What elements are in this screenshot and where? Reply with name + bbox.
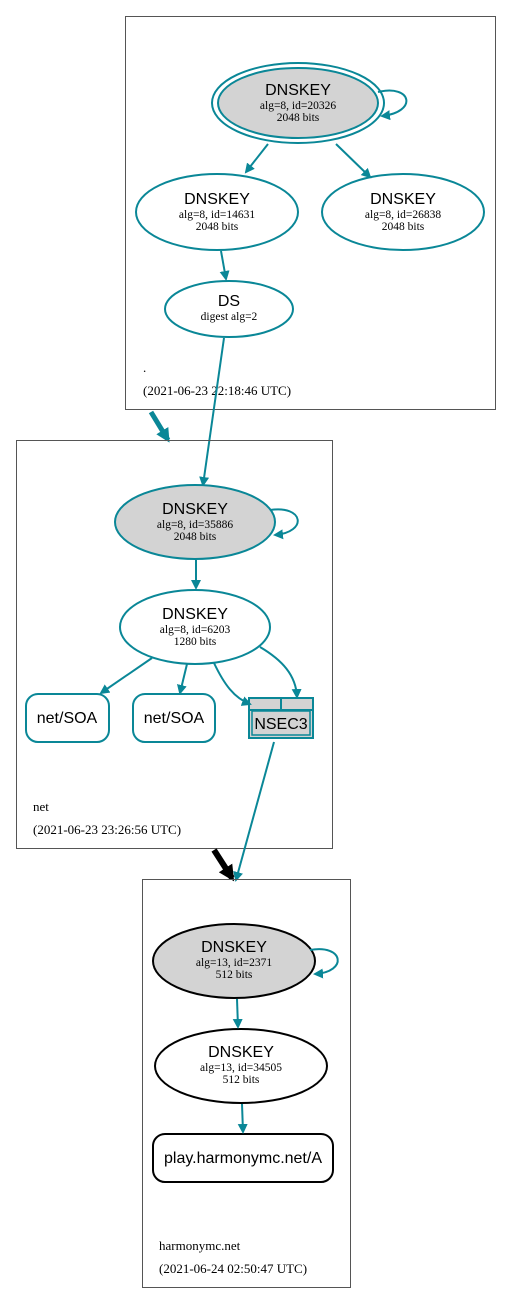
- hm-ksk-bits: 512 bits: [216, 969, 253, 981]
- net-zsk-alg: alg=8, id=6203: [160, 624, 231, 636]
- edge-net-zsk-to-soa1: [99, 657, 153, 695]
- net-ksk-alg: alg=8, id=35886: [157, 519, 233, 531]
- hm-zsk-type: DNSKEY: [208, 1044, 274, 1061]
- net-soa-node-2[interactable]: net/SOA: [132, 693, 216, 743]
- zone-root-name: .: [143, 360, 146, 375]
- hm-a-record-label: play.harmonymc.net/A: [164, 1150, 322, 1167]
- zone-harmonymc-name: harmonymc.net: [159, 1238, 241, 1253]
- net-ksk-node[interactable]: DNSKEY alg=8, id=35886 2048 bits: [114, 484, 276, 560]
- net-soa-label-2: net/SOA: [144, 710, 205, 727]
- root-zsk2-alg: alg=8, id=26838: [365, 209, 441, 221]
- net-soa-node-1[interactable]: net/SOA: [25, 693, 110, 743]
- root-ksk-bits: 2048 bits: [277, 112, 320, 124]
- net-zsk-bits: 1280 bits: [174, 636, 217, 648]
- net-zsk-type: DNSKEY: [162, 606, 228, 623]
- edge-root-ds-to-net-ksk: [199, 337, 225, 487]
- delegation-root-to-net: [148, 410, 171, 443]
- edge-hm-zsk-to-a: [237, 1103, 248, 1134]
- net-nsec3-label: NSEC3: [254, 716, 307, 733]
- edge-net-nsec3-to-hm: [233, 741, 275, 882]
- root-zsk1-type: DNSKEY: [184, 191, 250, 208]
- edge-root-zsk1-to-ds: [219, 250, 230, 281]
- delegation-net-to-harmonymc: [211, 848, 235, 882]
- net-ksk-bits: 2048 bits: [174, 531, 217, 543]
- edge-net-zsk-to-nsec3-a: [213, 662, 252, 706]
- edge-net-zsk-to-soa2: [177, 663, 188, 695]
- hm-ksk-self-loop: [309, 948, 339, 979]
- root-zsk1-node[interactable]: DNSKEY alg=8, id=14631 2048 bits: [135, 173, 299, 251]
- hm-zsk-alg: alg=13, id=34505: [200, 1062, 282, 1074]
- hm-ksk-type: DNSKEY: [201, 939, 267, 956]
- net-ksk-type: DNSKEY: [162, 501, 228, 518]
- hm-zsk-bits: 512 bits: [223, 1074, 260, 1086]
- zone-harmonymc-timestamp: (2021-06-24 02:50:47 UTC): [159, 1261, 307, 1276]
- zone-harmonymc: harmonymc.net (2021-06-24 02:50:47 UTC): [142, 879, 351, 1288]
- net-soa-label-1: net/SOA: [37, 710, 98, 727]
- edge-root-ksk-to-zsk1: [244, 143, 269, 174]
- net-nsec3-node[interactable]: NSEC3: [248, 697, 314, 739]
- root-zsk2-type: DNSKEY: [370, 191, 436, 208]
- edge-hm-ksk-to-zsk: [232, 998, 243, 1029]
- root-ksk-node[interactable]: DNSKEY alg=8, id=20326 2048 bits: [211, 62, 385, 144]
- net-zsk-node[interactable]: DNSKEY alg=8, id=6203 1280 bits: [119, 589, 271, 665]
- edge-net-zsk-to-nsec3-b: [259, 646, 302, 699]
- root-ds-node[interactable]: DS digest alg=2: [164, 280, 294, 338]
- hm-ksk-node[interactable]: DNSKEY alg=13, id=2371 512 bits: [152, 923, 316, 999]
- root-ds-type: DS: [218, 293, 240, 310]
- root-ksk-type: DNSKEY: [265, 82, 331, 99]
- hm-ksk-alg: alg=13, id=2371: [196, 957, 272, 969]
- edge-root-ksk-to-zsk2: [335, 143, 372, 179]
- hm-zsk-node[interactable]: DNSKEY alg=13, id=34505 512 bits: [154, 1028, 328, 1104]
- zone-net: net (2021-06-23 23:26:56 UTC): [16, 440, 333, 849]
- root-zsk2-bits: 2048 bits: [382, 221, 425, 233]
- hm-a-record-node[interactable]: play.harmonymc.net/A: [152, 1133, 334, 1183]
- zone-net-timestamp: (2021-06-23 23:26:56 UTC): [33, 822, 181, 837]
- root-ksk-alg: alg=8, id=20326: [260, 100, 336, 112]
- root-zsk2-node[interactable]: DNSKEY alg=8, id=26838 2048 bits: [321, 173, 485, 251]
- root-ds-digest: digest alg=2: [201, 311, 258, 323]
- root-zsk1-alg: alg=8, id=14631: [179, 209, 255, 221]
- root-ksk-self-loop: [377, 89, 408, 121]
- net-ksk-self-loop: [269, 508, 299, 540]
- zone-net-name: net: [33, 799, 49, 814]
- root-zsk1-bits: 2048 bits: [196, 221, 239, 233]
